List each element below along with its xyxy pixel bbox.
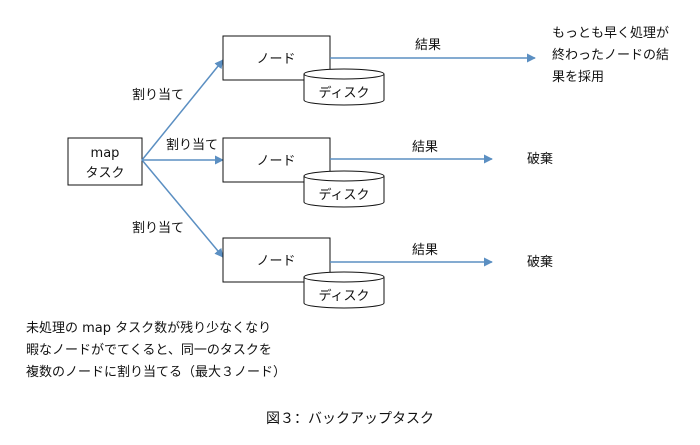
assign-label-1: 割り当て [132, 87, 184, 103]
explanation-note: 未処理の map タスク数が残り少なくなり 暇なノードがでてくると、同一のタスク… [26, 318, 286, 384]
node-label-3: ノード [256, 254, 295, 269]
note-line-3: 複数のノードに割り当てる（最大３ノード） [26, 365, 287, 380]
assign-arrow-3 [141, 159, 224, 258]
outcome-adopt-text: もっとも早く処理が 終わったノードの結 果を採用 [552, 23, 669, 89]
outcome-discard-3: 破棄 [527, 255, 553, 270]
note-line-1: 未処理の map タスク数が残り少なくなり [26, 321, 272, 336]
outcome-adopt-line-3: 果を採用 [552, 70, 605, 85]
assign-arrow-1 [141, 59, 224, 161]
outcome-adopt-line-2: 終わったノードの結 [552, 48, 670, 63]
map-task-label-line1: map [91, 146, 120, 161]
node-group-2: ノード ディスク 結果 [222, 137, 493, 208]
disk-label-3: ディスク [318, 288, 369, 304]
disk-label-2: ディスク [318, 187, 369, 203]
map-task-box: map タスク [67, 137, 143, 186]
assign-label-2: 割り当て [166, 137, 218, 153]
assign-label-3: 割り当て [132, 220, 184, 236]
node-label-1: ノード [256, 52, 295, 67]
node-label-2: ノード [256, 154, 295, 169]
node-group-3: ノード ディスク 結果 [222, 237, 493, 309]
result-label-2: 結果 [412, 140, 438, 155]
node-group-1: ノード ディスク 結果 [222, 35, 536, 106]
outcome-adopt-line-1: もっとも早く処理が [552, 26, 670, 41]
disk-cylinder-2 [303, 170, 385, 208]
figure-caption: 図３：バックアップタスク [266, 411, 434, 427]
outcome-discard-2: 破棄 [527, 152, 553, 167]
map-task-label-line2: タスク [85, 166, 124, 181]
disk-label-1: ディスク [318, 85, 369, 101]
disk-cylinder-1 [303, 68, 385, 106]
result-label-1: 結果 [415, 38, 441, 53]
disk-cylinder-3 [303, 271, 385, 309]
result-label-3: 結果 [412, 243, 438, 258]
note-line-2: 暇なノードがでてくると、同一のタスクを [26, 343, 272, 358]
